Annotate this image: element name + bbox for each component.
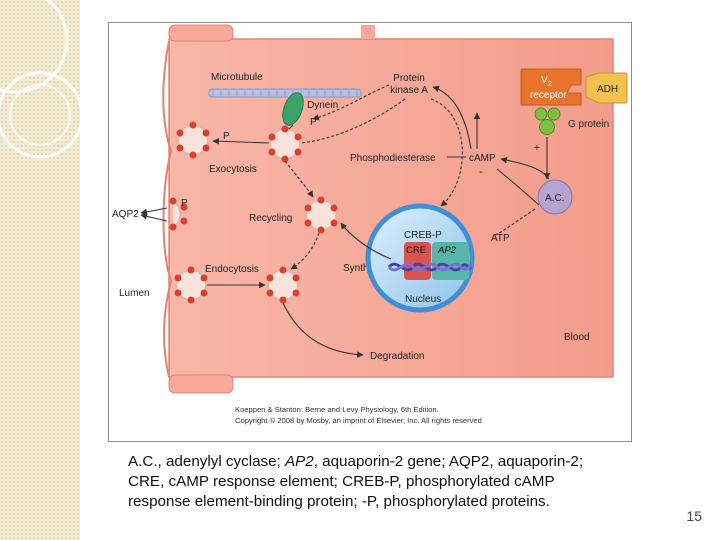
degradation-label: Degradation [370,351,424,362]
caption-line-3: response element-binding protein; -P, ph… [128,493,550,510]
cre-label: CRE [406,245,426,256]
exocytosis-p-label: P [223,131,230,142]
figure-caption: A.C., adenylyl cyclase; AP2, aquaporin-2… [128,452,668,512]
caption-ap2-italic: AP2 [285,453,314,470]
credit-line-1: Koeppen & Stanton: Berne and Levy Physio… [235,405,439,414]
blood-label: Blood [564,332,590,343]
camp-label: cAMP [469,153,496,164]
microtubule [208,88,362,98]
nucleus-label: Nucleus [405,294,441,305]
ac-label: A.C. [545,193,564,204]
lumen-label: Lumen [119,288,150,299]
slide-sidebar [0,0,80,540]
vesicle-endocytosis-left [174,266,208,304]
v2-receptor-sub: 2 [548,81,552,88]
adh-label: ADH [597,84,618,95]
exocytosis-label: Exocytosis [209,164,257,175]
vesicle-recycling [304,196,338,234]
v2-receptor-label: receptor [530,90,567,101]
dynein-p-label: P [310,117,317,128]
caption-line-1-a: A.C., adenylyl cyclase; [128,453,285,470]
phosphodiesterase-label: Phosphodiesterase [350,153,436,164]
recycling-label: Recycling [249,213,292,224]
g-protein [534,107,561,135]
credit-line-2: Copyright © 2008 by Mosby, an imprint of… [235,416,482,425]
page-number: 15 [686,508,702,524]
atp-label: ATP [491,233,510,244]
creb-p-label: CREB-P [404,230,442,241]
vesicle-exocytosis-left [176,121,210,159]
dna-helix [387,262,473,272]
synthesis-label: Synthesis [343,263,386,274]
dynein-motor [282,92,304,126]
vesicle-endocytosis-right [266,266,300,304]
vesicle-aqp2-membrane [169,197,188,231]
v2-receptor [520,68,582,106]
protein-kinase-a-label-1: Protein [393,73,425,84]
adenylyl-cyclase [537,179,573,215]
protein-kinase-a-label-2: kinase A [390,85,428,96]
dynein-label: Dynein [307,100,338,111]
microtubule-label: Microtubule [211,72,263,83]
caption-line-1-c: , aquaporin-2 gene; AQP2, aquaporin-2; [313,453,584,470]
ap2-gene-label: AP2 [437,245,457,256]
decorative-circles [0,0,84,159]
adh-hormone [585,72,628,104]
caption-line-2: CRE, cAMP response element; CREB-P, phos… [128,473,555,490]
g-protein-label: G protein [568,119,609,130]
vasopressin-diagram: Microtubule Dynein P [108,22,632,442]
caption-line-1: A.C., adenylyl cyclase; AP2, aquaporin-2… [128,452,668,472]
aqp2-label: AQP2 [112,209,139,220]
pathway-arrows [140,84,551,358]
plus-label: + [534,143,540,154]
vesicle-exocytosis-right [268,125,302,163]
endocytosis-label: Endocytosis [205,264,259,275]
v2-receptor-v: V [541,75,548,86]
aqp2-p-label: P [181,198,188,209]
camp-minus-label: - [479,166,483,178]
